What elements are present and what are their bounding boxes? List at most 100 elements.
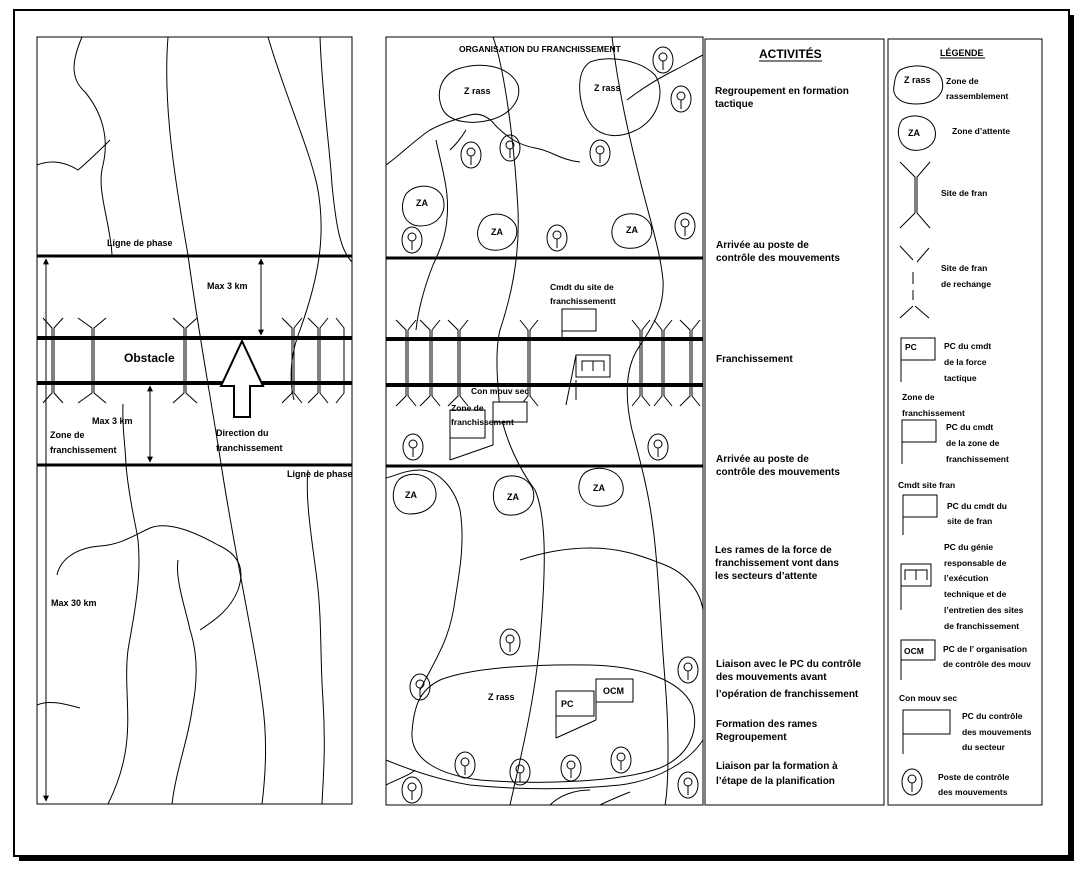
legend-movement-post-icon [901, 768, 923, 796]
activity-5-line-1: Les rames de la force de [715, 545, 832, 556]
legend-site-desc: Site de fran [941, 188, 987, 198]
left-max-total-label: Max 30 km [51, 598, 97, 608]
legend-ocm-symbol-label: OCM [904, 646, 924, 656]
direction-arrow-icon [219, 338, 265, 418]
obstacle-label-bg [112, 345, 186, 375]
pc-label: PC [561, 699, 574, 709]
legend-rechange-desc-2: de rechange [941, 279, 991, 289]
middle-panel-border [385, 36, 704, 806]
movement-control-post-icon [499, 134, 521, 162]
legend-pc-force-desc-1: PC du cmdt [944, 341, 991, 351]
legend-zrass-desc-2: rassemblement [946, 91, 1009, 101]
left-phase-line-top-label: Ligne de phase [107, 238, 173, 248]
movement-control-post-icon [589, 139, 611, 167]
movement-control-post-icon [647, 433, 669, 461]
direction-label-1: Direction du [216, 428, 269, 438]
legend-crossing-site-icon [899, 161, 931, 229]
zrass-area-bottom [411, 664, 696, 783]
pc-flag [555, 690, 595, 717]
movement-control-post-icon [674, 212, 696, 240]
za-label-1: ZA [416, 198, 428, 208]
legend-pc-zone-desc-3: franchissement [946, 454, 1009, 464]
legend-pc-controle-desc-1: PC du contrôle [962, 711, 1023, 721]
legend-genie-desc-4: technique et de [944, 589, 1007, 599]
legend-zrass-symbol-label: Z rass [904, 75, 931, 85]
pc-ocm-link [555, 719, 597, 739]
activity-6-line-2: des mouvements avant [716, 672, 827, 683]
legend-pc-site-desc-2: site de fran [947, 516, 992, 526]
movement-control-post-icon [401, 776, 423, 804]
activities-panel: ACTIVITÉS Regroupement en formation tact… [704, 38, 885, 806]
left-panel-border [36, 36, 353, 805]
movement-control-post-icon [402, 433, 424, 461]
legend-pc-zone-desc-2: de la zone de [946, 438, 1000, 448]
middle-crossing-site-symbols [395, 319, 701, 407]
left-panel: Ligne de phase Max 3 km Obstacle Max 3 k… [36, 36, 353, 805]
legend-za-symbol [897, 115, 936, 151]
activity-5-line-2: franchissement vont dans [715, 558, 839, 569]
movement-control-post-icon [401, 226, 423, 254]
legend-genie-desc-6: de franchissement [944, 621, 1019, 631]
movement-control-post-icon [460, 141, 482, 169]
legend-pc-controle-desc-2: des mouvements [962, 727, 1032, 737]
zone-franch-label-1: Zone de [451, 403, 484, 413]
za-area-6 [578, 467, 624, 507]
movement-control-post-icon [499, 628, 521, 656]
movement-control-post-icon [677, 656, 699, 684]
movement-control-post-icon [677, 771, 699, 799]
genie-pc-inner-mark [581, 360, 605, 371]
legend-alternate-site-icon [899, 245, 930, 319]
ocm-label: OCM [603, 686, 624, 696]
legend-genie-desc-5: l’entretien des sites [944, 605, 1024, 615]
legend-genie-pc-inner-mark [904, 569, 928, 580]
legend-genie-desc-1: PC du génie [944, 542, 993, 552]
activity-8-line-2: l’étape de la planification [716, 776, 835, 787]
legend-pc-force-desc-2: de la force [944, 357, 987, 367]
legend-ocm-desc-2: de contrôle des mouv [943, 659, 1031, 669]
legend-zone-franch-header-2: franchissement [902, 408, 965, 418]
legend-cmdt-site-header: Cmdt site fran [898, 480, 955, 490]
movement-control-post-icon [652, 46, 674, 74]
activity-2-line-2: contrôle des mouvements [716, 253, 840, 264]
cmdt-site-label-2: franchissementt [550, 296, 616, 306]
movement-control-post-icon [546, 224, 568, 252]
genie-pc-staff [565, 354, 577, 406]
legend-genie-desc-2: responsable de [944, 558, 1007, 568]
activity-6-line-1: Liaison avec le PC du contrôle [716, 659, 861, 670]
left-terrain-lines [36, 36, 353, 805]
zone-franch-link [449, 444, 494, 461]
za-label-5: ZA [507, 492, 519, 502]
left-zone-franch-label-2: franchissement [50, 445, 117, 455]
zrass-area-top-left [438, 64, 520, 123]
left-zone-franch-label-1: Zone de [50, 430, 85, 440]
zrass-area-top-right [579, 58, 661, 137]
obstacle-label: Obstacle [124, 351, 175, 365]
cmdt-site-label-1: Cmdt du site de [550, 282, 614, 292]
activity-1-line-2: tactique [715, 99, 754, 110]
za-label-6: ZA [593, 483, 605, 493]
legend-panel-border [887, 38, 1043, 806]
za-label-2: ZA [491, 227, 503, 237]
legend-zrass-symbol [893, 65, 944, 105]
legend-pc-zone-desc-1: PC du cmdt [946, 422, 993, 432]
legend-title: LÉGENDE [940, 48, 984, 58]
con-mouv-label: Con mouv sec [471, 386, 529, 396]
middle-panel: ORGANISATION DU FRANCHISSEMENT Z rass Z … [385, 36, 704, 806]
legend-rechange-desc-1: Site de fran [941, 263, 987, 273]
middle-title: ORGANISATION DU FRANCHISSEMENT [459, 44, 622, 54]
za-area-1 [402, 185, 445, 227]
za-area-3 [611, 213, 653, 249]
direction-label-2: franchissement [216, 443, 283, 453]
legend-za-desc: Zone d’attente [952, 126, 1010, 136]
legend-poste-desc-1: Poste de contrôle [938, 772, 1010, 782]
za-label-4: ZA [405, 490, 417, 500]
legend-con-mouv-header: Con mouv sec [899, 693, 957, 703]
activity-4-line-1: Arrivée au poste de [716, 454, 809, 465]
za-area-2 [477, 213, 518, 251]
zrass-label-3: Z rass [488, 692, 515, 702]
legend-pc-site-desc-1: PC du cmdt du [947, 501, 1007, 511]
legend-ocm-desc-1: PC de l’ organisation [943, 644, 1027, 654]
movement-control-post-icon [560, 754, 582, 782]
activity-8-line-1: Liaison par la formation à [716, 761, 838, 772]
